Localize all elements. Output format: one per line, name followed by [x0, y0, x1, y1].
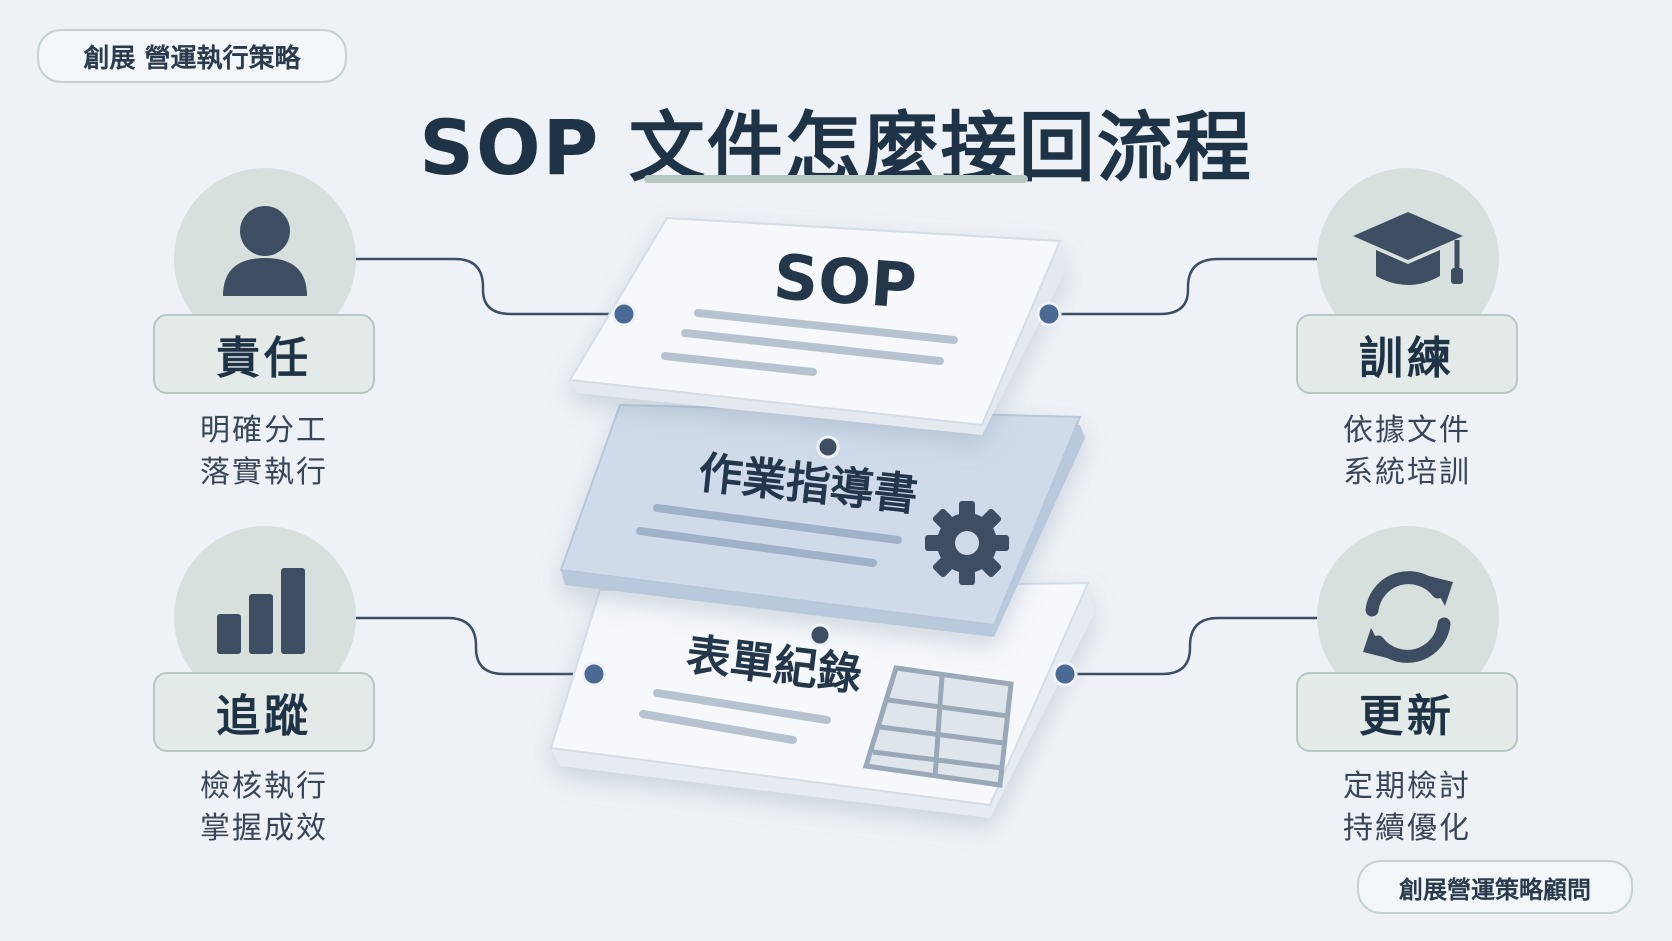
responsibility-description: 明確分工 落實執行 [153, 410, 375, 494]
tracking-line-2: 掌握成效 [200, 811, 328, 846]
connector-tracking [355, 616, 594, 676]
dot-top-middle [816, 435, 840, 459]
sop-lines [661, 309, 958, 376]
dot-middle-bottom [808, 623, 832, 647]
update-line-2: 持續優化 [1343, 811, 1471, 846]
graduation-cap-icon [1353, 212, 1463, 285]
connector-update [1065, 616, 1318, 676]
footer-brand: 創展營運策略顧問 [1357, 860, 1633, 914]
update-label: 更新 [1296, 672, 1518, 752]
dot-update [1052, 661, 1078, 687]
training-line-2: 系統培訓 [1343, 455, 1471, 490]
tracking-label: 追蹤 [153, 672, 375, 752]
card-form-records [549, 581, 1095, 818]
training-label: 訓練 [1296, 314, 1518, 394]
brand-tag: 創展 營運執行策略 [37, 29, 347, 83]
tracking-line-1: 檢核執行 [200, 769, 328, 804]
gear-icon [925, 501, 1009, 585]
training-line-1: 依據文件 [1343, 413, 1471, 448]
table-icon [862, 665, 1014, 788]
responsibility-line-2: 落實執行 [200, 455, 328, 490]
card-sop-title: SOP [771, 240, 919, 323]
tracking-description: 檢核執行 掌握成效 [153, 766, 375, 850]
connector-training [1049, 257, 1318, 316]
update-line-1: 定期檢討 [1343, 769, 1471, 804]
dot-training [1036, 301, 1062, 327]
responsibility-label: 責任 [153, 314, 375, 394]
instruction-lines [636, 504, 902, 567]
refresh-icon [1363, 571, 1453, 663]
dot-tracking [581, 661, 607, 687]
form-lines [639, 689, 831, 744]
connector-responsibility [355, 257, 624, 316]
dot-responsibility [611, 301, 637, 327]
training-description: 依據文件 系統培訓 [1296, 410, 1518, 494]
responsibility-line-1: 明確分工 [200, 413, 328, 448]
person-icon [223, 206, 307, 296]
update-description: 定期檢討 持續優化 [1296, 766, 1518, 850]
title-underline [644, 175, 1028, 183]
bar-chart-icon [217, 568, 305, 654]
